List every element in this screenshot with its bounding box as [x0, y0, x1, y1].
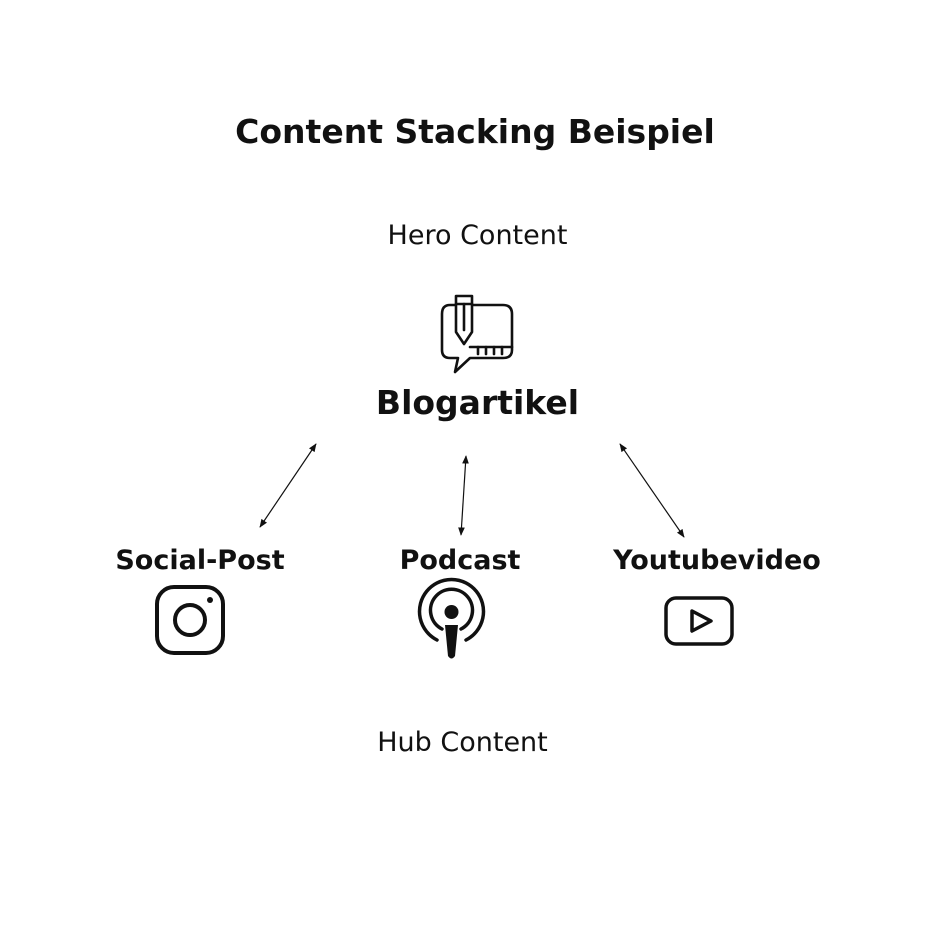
- hub-content-label: Hub Content: [377, 727, 548, 758]
- youtube-icon: [664, 596, 734, 646]
- hub-item-social-post: Social-Post: [115, 545, 285, 576]
- podcast-icon: [417, 577, 486, 659]
- arrow-hero-podcast: [458, 455, 469, 536]
- arrow-hero-social: [259, 443, 317, 528]
- diagram-title: Content Stacking Beispiel: [235, 112, 715, 151]
- hero-content-label: Hero Content: [387, 220, 568, 251]
- connector-arrows: [259, 443, 685, 538]
- instagram-icon: [155, 585, 225, 655]
- hero-item-blogartikel: Blogartikel: [375, 383, 580, 422]
- blog-edit-icon: [440, 294, 514, 374]
- hub-item-youtubevideo: Youtubevideo: [613, 545, 821, 576]
- arrow-hero-youtube: [619, 443, 685, 538]
- hub-item-podcast: Podcast: [399, 545, 521, 576]
